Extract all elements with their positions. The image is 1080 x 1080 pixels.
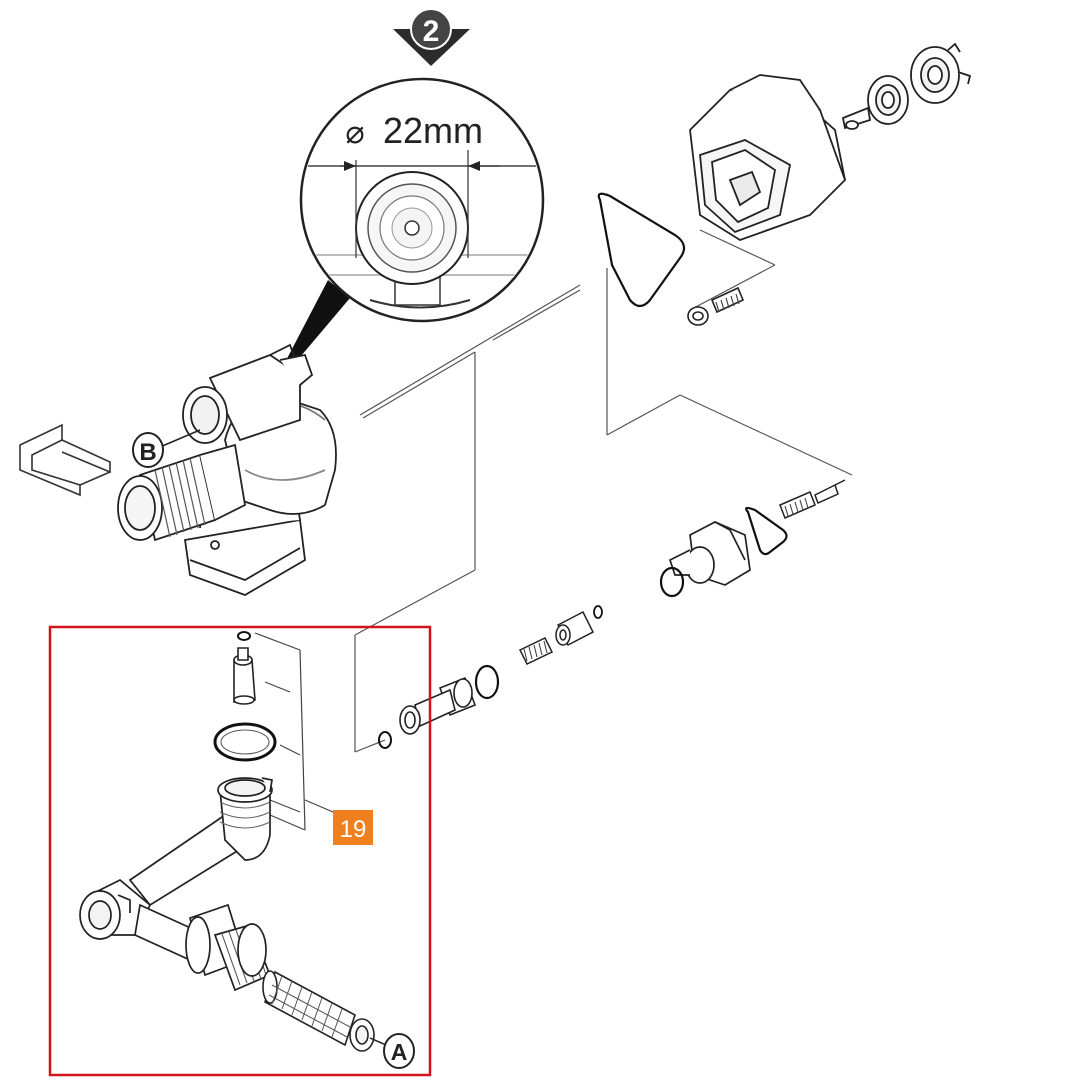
part-number-label[interactable]: 19 <box>340 816 367 843</box>
part-19-leaders <box>254 632 334 831</box>
step-circle <box>410 8 452 50</box>
step-indicator: 2 <box>393 8 470 66</box>
assembly-lines <box>354 229 853 753</box>
suction-pipe <box>79 777 273 992</box>
valve-insert-center <box>518 605 603 665</box>
diameter-value: 22mm <box>383 110 483 151</box>
plunger-pin <box>233 647 256 705</box>
spring-valve-right <box>779 479 846 519</box>
small-valve-top <box>687 286 745 326</box>
diameter-symbol: ⌀ <box>345 114 364 150</box>
step-number: 2 <box>423 15 440 48</box>
triangular-seal-top <box>597 192 686 308</box>
oring-right <box>659 566 685 598</box>
callout-a-label: A <box>391 1039 408 1065</box>
callout-b-label: B <box>139 439 156 466</box>
small-oring <box>237 631 251 641</box>
part-number-badge[interactable]: 19 <box>333 810 373 845</box>
large-oring <box>213 722 277 762</box>
top-right-valve-head <box>689 42 972 241</box>
piston-assembly <box>378 664 500 749</box>
callout-a: A <box>369 1033 415 1069</box>
triangular-seal-right <box>745 506 788 556</box>
retaining-clip <box>19 423 111 497</box>
filter-mesh <box>262 970 375 1052</box>
callout-b-circle <box>132 432 164 468</box>
callout-a-circle <box>383 1033 415 1069</box>
callout-b: B <box>132 429 201 468</box>
detail-magnifier: ⌀ 22mm <box>268 77 545 395</box>
part-number-badge-box[interactable] <box>333 810 373 845</box>
pump-head-housing <box>117 343 337 596</box>
part-highlight-frame <box>48 625 432 1077</box>
magnified-port <box>303 150 541 309</box>
